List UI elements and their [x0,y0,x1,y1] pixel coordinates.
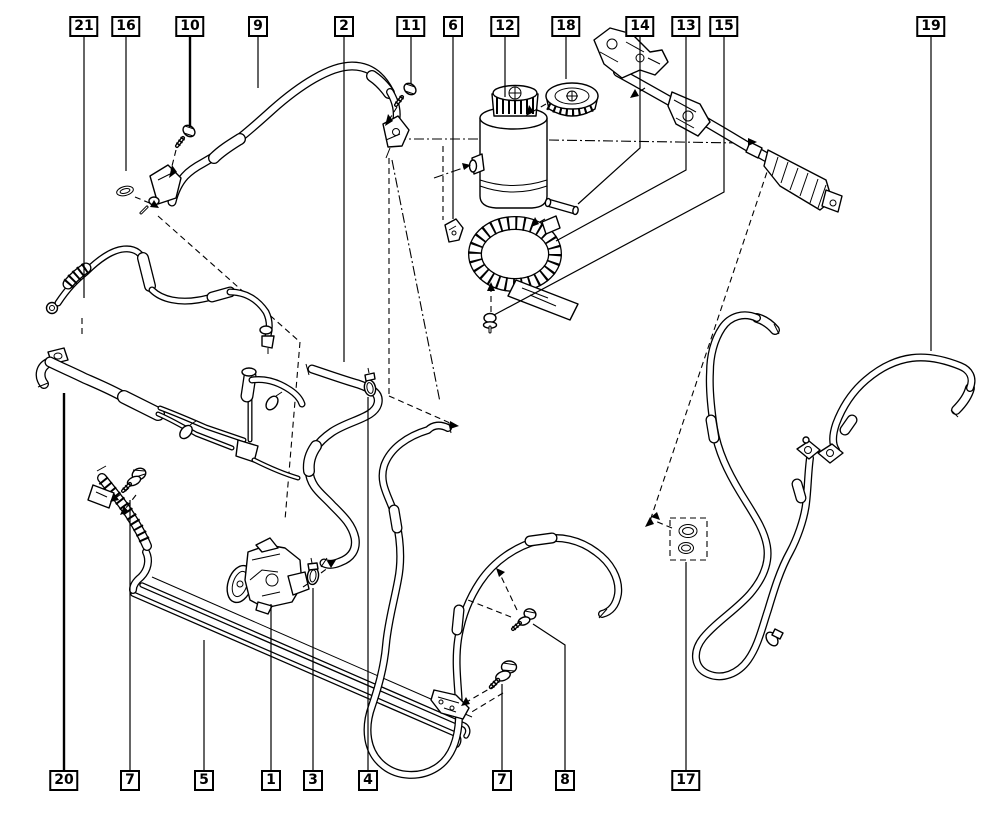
callout-9: 9 [248,16,268,37]
callout-15: 15 [709,16,739,37]
centre-hose-assembly [363,421,708,779]
hose-19 [796,353,976,464]
junction-fittings [796,436,844,464]
bolt-11 [394,82,417,107]
pipe-clip [179,420,197,440]
callout-5: 5 [194,770,214,791]
cap-18 [545,82,599,117]
pump-1 [226,537,336,615]
pump-outlet [287,571,310,596]
clip-6 [444,218,464,243]
hose-20-assembly [35,347,306,481]
leader-14 [577,37,641,205]
o-rings-17 [669,517,708,561]
steering-rack [593,27,843,213]
callout-12: 12 [490,16,520,37]
pin-14 [544,197,579,216]
callout-3: 3 [303,770,323,791]
callout-4: 4 [358,770,378,791]
leader-15 [493,37,725,316]
callout-2: 2 [334,16,354,37]
rack-end-lug [821,189,843,213]
construction-lines [81,138,771,522]
clamp-ring-13 [468,215,579,321]
bolt-8 [511,608,537,631]
hose-15 [692,311,814,681]
callout-14: 14 [625,16,655,37]
callout-21: 21 [69,16,99,37]
clamp-3 [306,557,320,586]
hose-9-assembly [116,61,417,215]
hose-21-assembly [45,245,275,354]
callout-20: 20 [49,770,79,791]
rack-bracket-mid [667,91,711,137]
o-ring-16 [116,185,134,197]
leader-8 [532,623,566,770]
callout-6: 6 [443,16,463,37]
bolt-7-lower [488,660,518,690]
callout-16: 16 [111,16,141,37]
callout-7: 7 [492,770,512,791]
callout-7: 7 [120,770,140,791]
hose-2 [302,363,383,569]
rack-bracket-left [593,27,669,79]
bolt-10 [175,124,196,148]
callout-17: 17 [671,770,701,791]
clamp-4 [363,367,377,397]
callout-18: 18 [551,16,581,37]
pipe-bracket [87,484,115,509]
reservoir-12 [479,117,548,209]
callout-8: 8 [555,770,575,791]
clamp-on-hose15 [765,628,784,647]
reservoir-group [462,82,599,334]
hose-clip [265,391,283,411]
clamp-bolt [482,312,498,334]
leader-lines [62,37,932,770]
callout-13: 13 [671,16,701,37]
bolt-7-upper [121,467,147,493]
hose9-end-fitting [382,115,410,148]
callout-19: 19 [916,16,946,37]
callout-1: 1 [261,770,281,791]
callout-10: 10 [175,16,205,37]
leader-13 [555,37,687,242]
cooler-pipe-assembly [87,465,473,748]
rack-bellows [763,149,833,211]
callout-11: 11 [396,16,426,37]
